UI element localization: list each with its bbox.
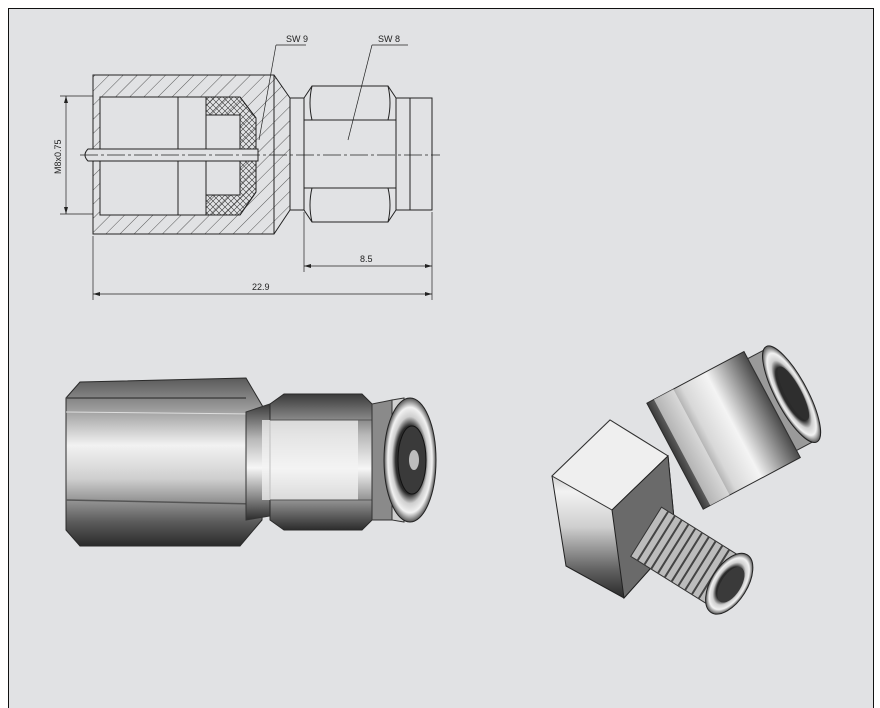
label-sw8: SW 8: [378, 34, 400, 44]
label-dim-8-5: 8.5: [360, 254, 373, 264]
neck: [290, 97, 305, 211]
right-angle-connector-photo: [551, 345, 822, 615]
label-dim-22-9: 22.9: [252, 282, 270, 292]
straight-connector-photo: [65, 377, 437, 547]
nut-sw8: [303, 85, 397, 223]
label-thread: M8x0.75: [53, 139, 63, 174]
plug-tip: [395, 97, 433, 211]
technical-drawing: [60, 44, 440, 300]
label-sw9: SW 9: [286, 34, 308, 44]
